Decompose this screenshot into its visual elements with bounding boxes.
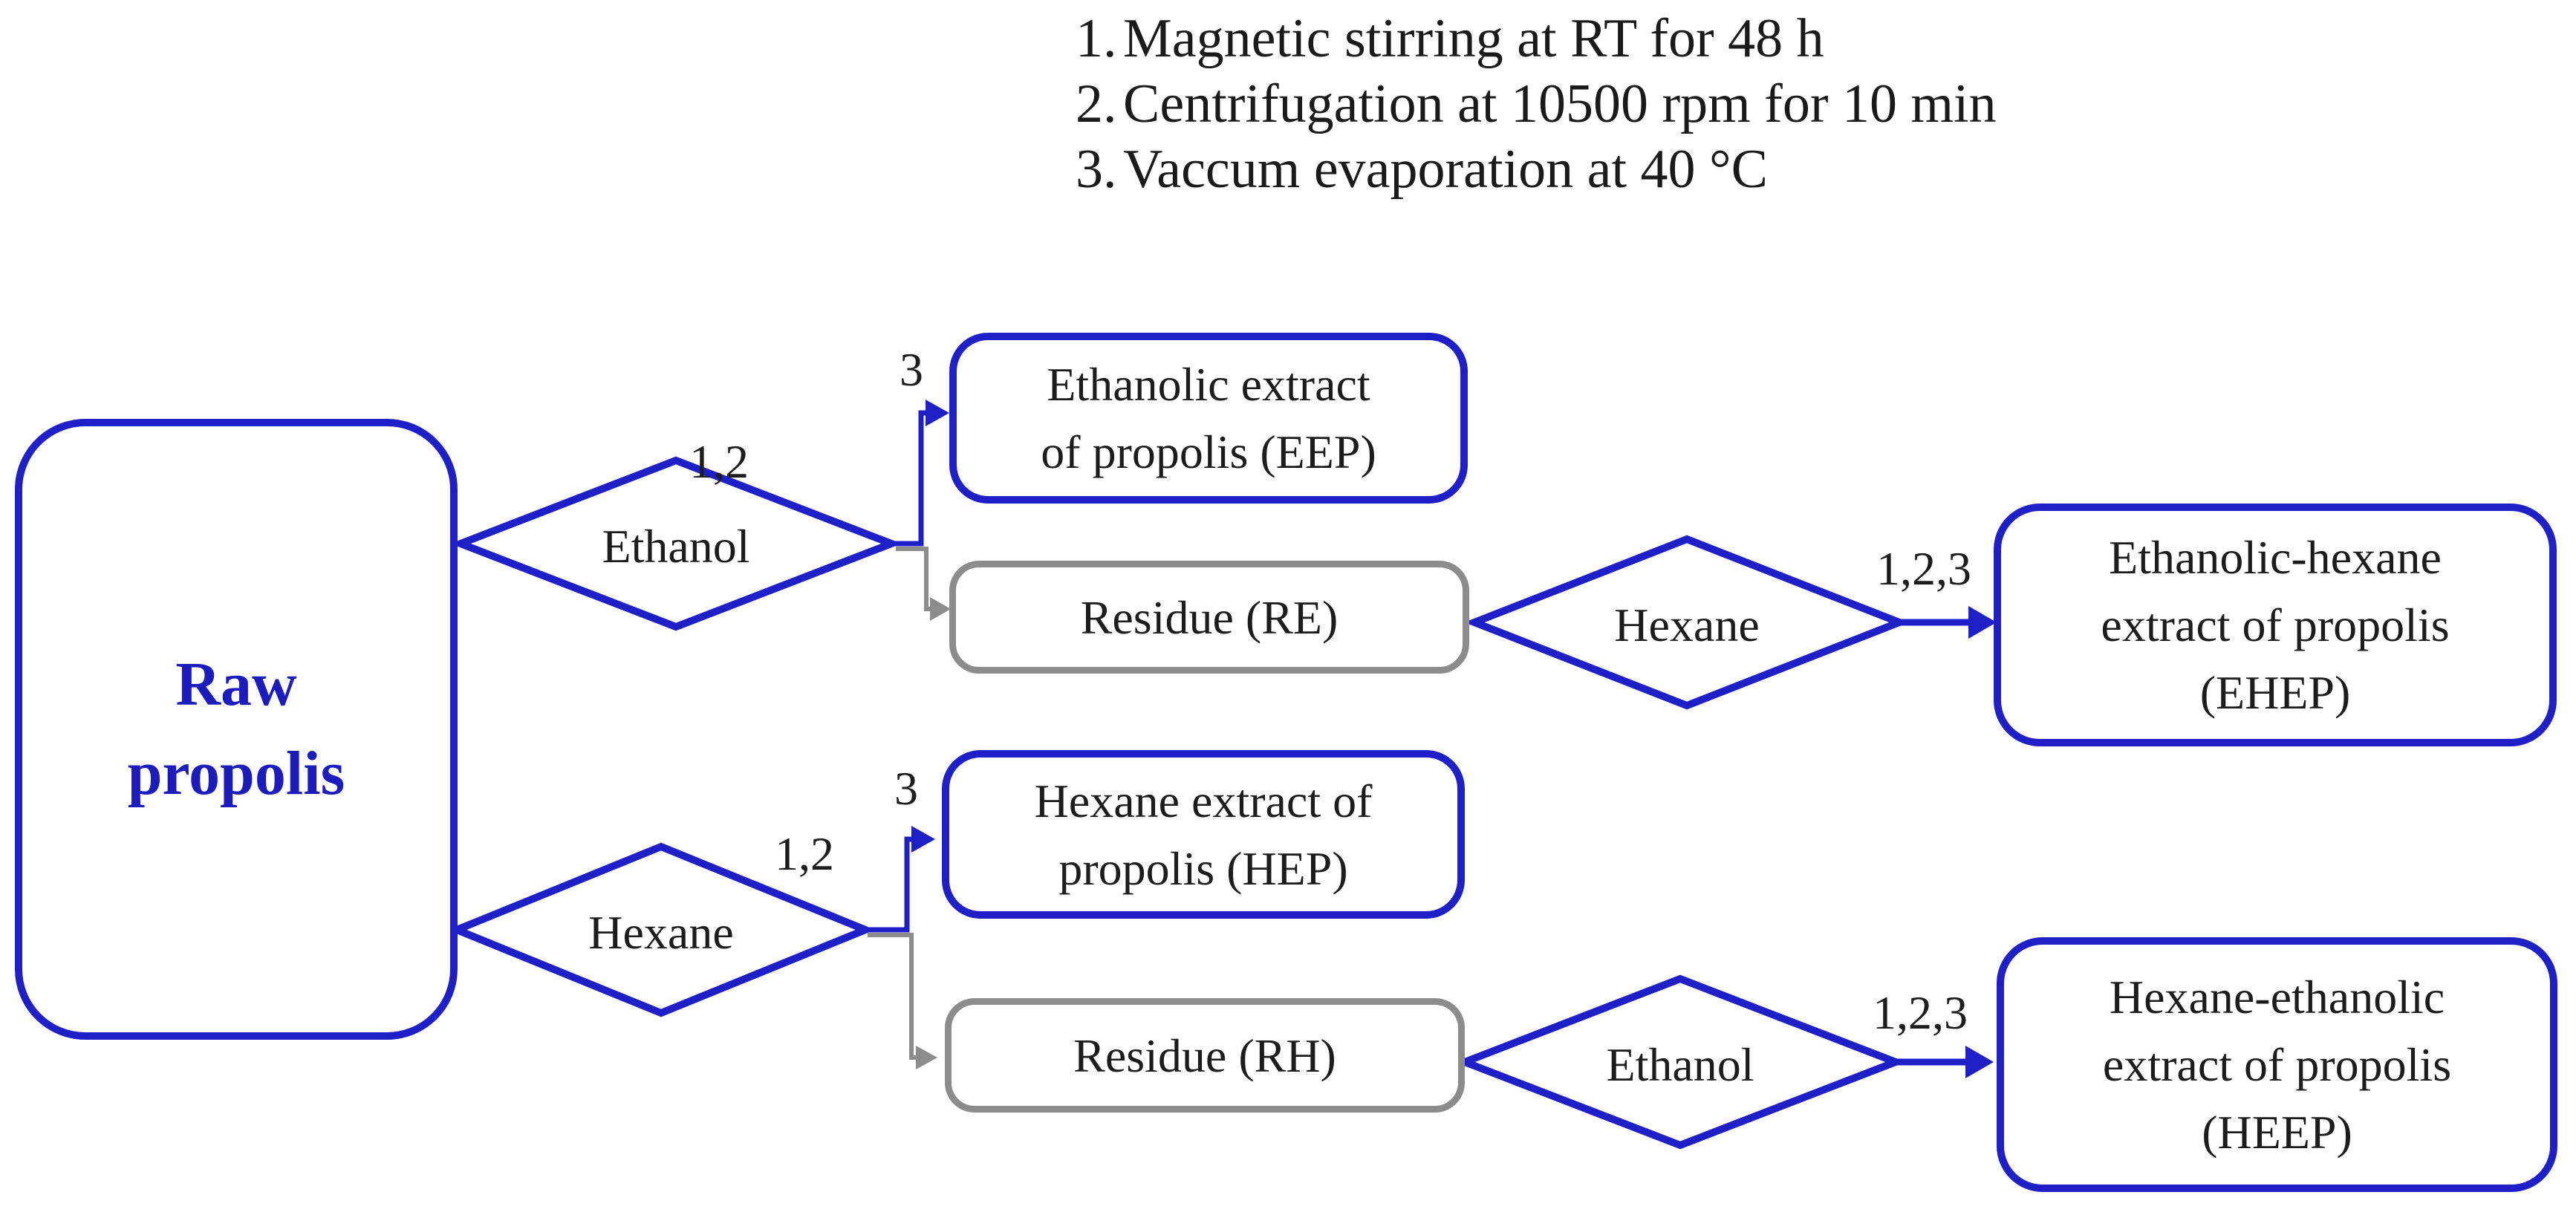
step-text: Centrifugation at 10500 rpm for 10 min [1123, 74, 1997, 134]
arrow-to-hep [863, 836, 912, 933]
node-text: propolis (HEP) [1058, 841, 1348, 895]
step-text: Magnetic stirring at RT for 48 h [1123, 8, 1824, 69]
edge-label-steps-123-top: 1,2,3 [1876, 542, 1971, 595]
step-number: 2. [1076, 74, 1117, 134]
rh-node: Residue (RH) [945, 998, 1465, 1113]
process-step: 2. Centrifugation at 10500 rpm for 10 mi… [1076, 71, 1997, 137]
node-text: extract of propolis [2101, 599, 2450, 651]
step-number: 1. [1076, 8, 1117, 69]
process-step: 1. Magnetic stirring at RT for 48 h [1076, 6, 1997, 71]
node-text: Hexane-ethanolic [2109, 971, 2445, 1023]
arrow-to-ehep-head [1968, 606, 1997, 639]
arrow-to-rh-head [916, 1046, 937, 1069]
hep-node: Hexane extract of propolis (HEP) [942, 750, 1465, 919]
hexane-diamond-top-label: Hexane [1614, 599, 1760, 651]
node-text: Hexane extract of [1034, 774, 1373, 827]
arrow-to-re-head [930, 597, 951, 621]
process-step: 3. Vaccum evaporation at 40 °C [1076, 137, 1997, 202]
arrow-to-rh [868, 933, 916, 1060]
node-text: (HEEP) [2202, 1106, 2352, 1159]
node-text: extract of propolis [2102, 1038, 2452, 1091]
ethanol-diamond-bottom-label: Ethanol [1606, 1038, 1754, 1091]
node-text: Raw [175, 650, 297, 719]
step-number: 3. [1076, 139, 1117, 200]
arrow-to-eep [891, 410, 927, 547]
arrow-to-heep-head [1965, 1046, 1994, 1078]
edge-label-steps-12-bottom: 1,2 [775, 827, 834, 880]
node-text: Residue (RH) [1073, 1029, 1336, 1082]
process-steps-list: 1. Magnetic stirring at RT for 48 h 2. C… [1076, 6, 1997, 202]
eep-node: Ethanolic extract of propolis (EEP) [949, 333, 1468, 504]
edge-label-steps-12-top: 1,2 [689, 435, 749, 488]
re-node: Residue (RE) [949, 561, 1469, 674]
raw-propolis-node: Raw propolis [15, 419, 458, 1040]
node-text: Ethanolic extract [1047, 358, 1370, 411]
arrow-to-eep-head [926, 400, 949, 426]
heep-node: Hexane-ethanolic extract of propolis (HE… [1997, 937, 2557, 1192]
ethanol-diamond-top-label: Ethanol [602, 520, 750, 573]
edge-label-steps-123-bottom: 1,2,3 [1873, 986, 1968, 1039]
edge-label-step-3-top: 3 [900, 343, 923, 396]
node-text: propolis [127, 739, 345, 808]
hexane-diamond-bottom-label: Hexane [588, 906, 734, 959]
node-text: Ethanolic-hexane [2109, 531, 2442, 584]
arrow-to-re [896, 547, 930, 611]
node-text: Residue (RE) [1080, 590, 1339, 644]
node-text: of propolis (EEP) [1041, 426, 1376, 478]
edge-label-step-3-bottom: 3 [894, 762, 918, 815]
arrow-to-hep-head [911, 826, 935, 853]
step-text: Vaccum evaporation at 40 °C [1123, 139, 1768, 200]
node-text: (EHEP) [2199, 666, 2351, 719]
ehep-node: Ethanolic-hexane extract of propolis (EH… [1994, 504, 2557, 746]
